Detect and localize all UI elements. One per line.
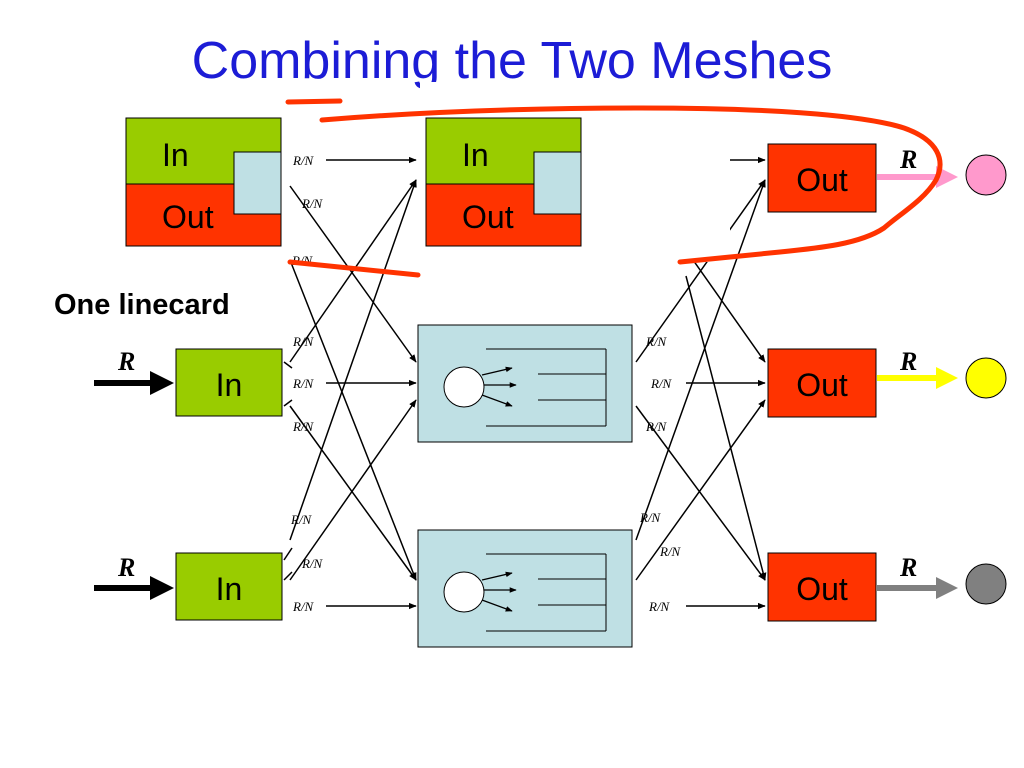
switch-3[interactable] — [417, 529, 633, 648]
input-stubs — [283, 361, 293, 581]
output-2-rate-label: R — [899, 347, 917, 376]
switch-2-node — [443, 366, 485, 408]
input-2-rate-label: R — [117, 347, 135, 376]
rn-label: R/N — [648, 599, 671, 614]
linecard-1-middle[interactable]: In Out — [425, 117, 582, 247]
output-3[interactable]: Out — [767, 552, 877, 622]
linecard-1-mid-out-label: Out — [462, 199, 514, 235]
rn-label: R/N — [645, 334, 668, 349]
output-2[interactable]: Out — [767, 348, 877, 418]
output-3-label: Out — [796, 571, 848, 607]
output-3-destination — [965, 563, 1007, 605]
rn-label: R/N — [292, 419, 315, 434]
input-2-box — [175, 348, 283, 417]
stage1-wires — [289, 156, 417, 610]
input-3-box — [175, 552, 283, 621]
rn-label: R/N — [650, 376, 673, 391]
input-2-label: In — [216, 367, 243, 403]
linecard-1-in-label: In — [162, 137, 189, 173]
rn-label: R/N — [290, 512, 313, 527]
rn-label: R/N — [292, 334, 315, 349]
output-3-rate-label: R — [899, 553, 917, 582]
output-3-box — [767, 552, 877, 622]
output-1-destination — [965, 154, 1007, 196]
switch-3-node — [443, 571, 485, 613]
linecard-1-buffer — [233, 151, 282, 215]
switch-2[interactable] — [417, 324, 633, 443]
rn-label: R/N — [292, 599, 315, 614]
rn-label: R/N — [292, 376, 315, 391]
output-1-box — [767, 143, 877, 213]
linecard-1-out-label: Out — [162, 199, 214, 235]
linecard-1-mid-in-label: In — [462, 137, 489, 173]
input-2[interactable]: In — [175, 348, 283, 417]
rn-label: R/N — [659, 544, 682, 559]
linecard-1-mid-buffer — [533, 151, 582, 215]
linecard-highlight — [285, 98, 943, 278]
stage1-rate-labels: R/N R/N R/N R/N R/N R/N R/N R/N R/N — [290, 153, 324, 614]
rn-label: R/N — [645, 419, 668, 434]
linecard-caption: One linecard — [54, 289, 230, 321]
output-1-rate-label: R — [899, 145, 917, 174]
rn-label: R/N — [639, 510, 662, 525]
stage2-wires — [635, 156, 767, 610]
input-3[interactable]: In — [175, 552, 283, 621]
rn-label: R/N — [301, 196, 324, 211]
slide-title: Combining the Two Meshes — [192, 32, 833, 90]
rn-label: R/N — [292, 153, 315, 168]
input-3-label: In — [216, 571, 243, 607]
input-arrows — [94, 371, 174, 600]
output-arrows — [877, 166, 958, 599]
stage2-rate-labels: R/N R/N R/N R/N R/N R/N — [639, 334, 682, 614]
output-2-destination — [965, 357, 1007, 399]
input-3-rate-label: R — [117, 553, 135, 582]
output-2-box — [767, 348, 877, 418]
output-1[interactable]: Out — [767, 143, 877, 213]
rn-label: R/N — [301, 556, 324, 571]
output-1-label: Out — [796, 162, 848, 198]
output-2-label: Out — [796, 367, 848, 403]
linecard-1-left[interactable]: In Out — [125, 117, 282, 247]
